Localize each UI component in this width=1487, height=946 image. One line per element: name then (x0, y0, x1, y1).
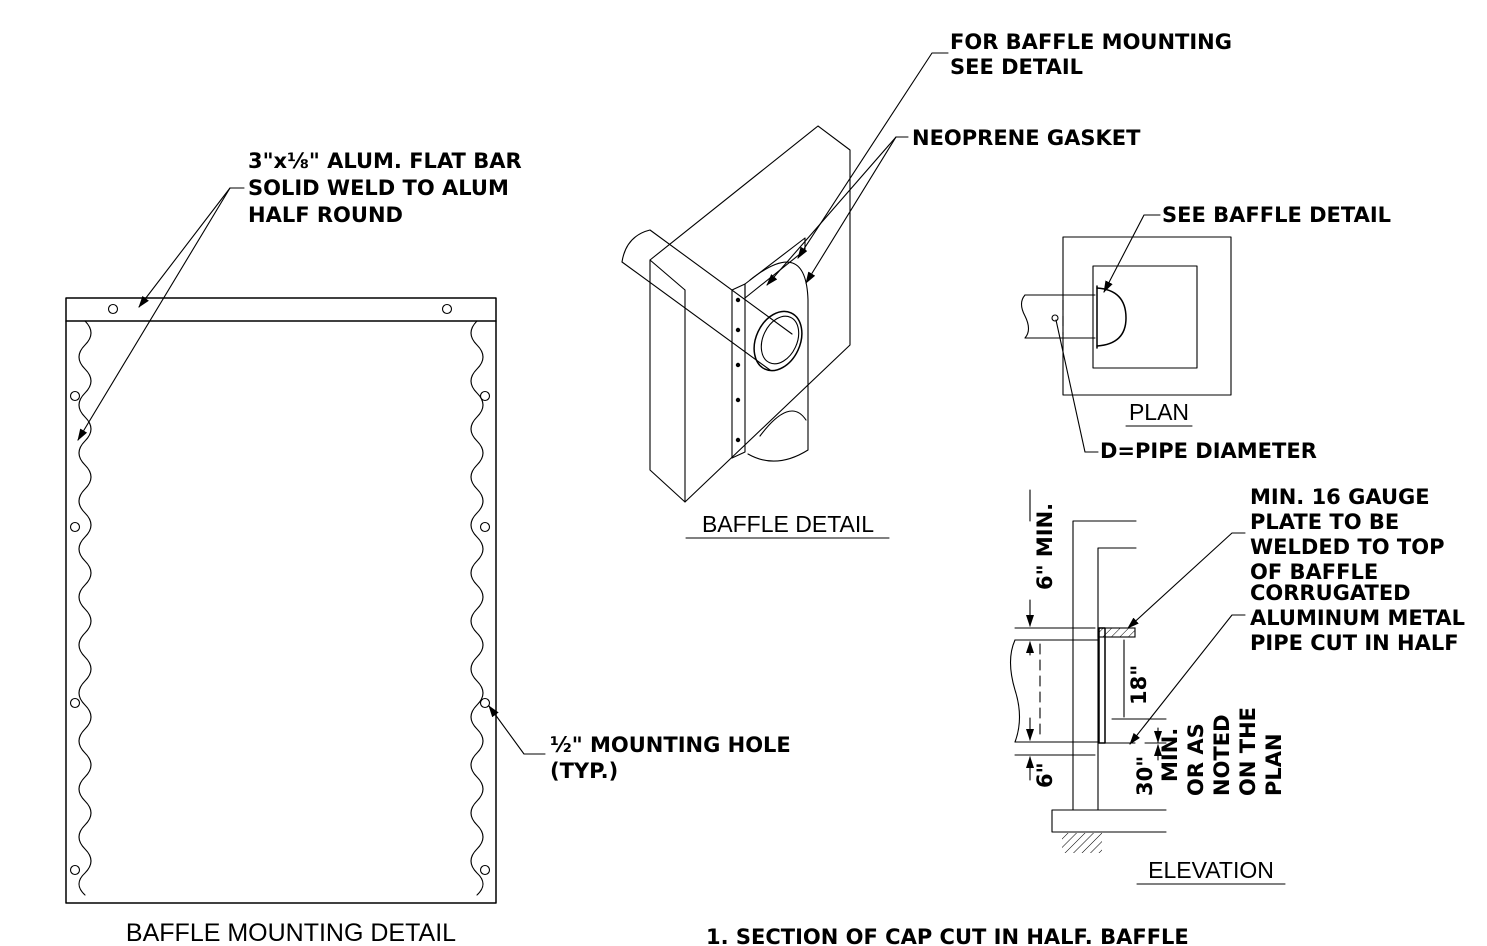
elev-pipe-break (1009, 639, 1021, 743)
elev-top-plate (1097, 627, 1136, 638)
label-corr-2: ALUMINUM METAL (1250, 606, 1465, 630)
dim-6: 6" (1033, 762, 1057, 788)
mounting-hole (69, 697, 81, 709)
title-baffle-mounting-detail: BAFFLE MOUNTING DETAIL (126, 919, 456, 946)
half-round-baffle-inner (759, 410, 807, 437)
label-corr-1: CORRUGATED (1250, 581, 1411, 605)
elev-wall-outer (1072, 520, 1137, 811)
leader-top-plate (1127, 532, 1246, 629)
leader-pipe-diameter (1055, 319, 1099, 453)
flat-bar-hole-left (107, 303, 119, 315)
elev-wall-inner (1097, 547, 1137, 811)
label-for-baffle-1: FOR BAFFLE MOUNTING (950, 30, 1232, 54)
pipe-top-edge (621, 229, 793, 335)
mounting-hole (479, 697, 491, 709)
mounting-hole (479, 864, 491, 876)
corrugation-right-edge (470, 320, 484, 896)
leader-half-round (77, 187, 231, 441)
dim-min: MIN. (1158, 728, 1182, 782)
flat-bar-strip (731, 283, 746, 459)
dim-or-as: OR AS (1184, 723, 1208, 796)
elev-baffle (1098, 627, 1106, 744)
label-neoprene: NEOPRENE GASKET (912, 126, 1141, 150)
leader-baffle-mounting (797, 52, 949, 259)
label-corr-3: PIPE CUT IN HALF (1250, 631, 1459, 655)
leader-see-baffle (1103, 214, 1161, 293)
label-flat-bar-3: HALF ROUND (248, 203, 403, 227)
title-elevation: ELEVATION (1148, 857, 1274, 883)
label-mounting-hole-1: ½" MOUNTING HOLE (550, 733, 791, 757)
leader-corrugated (1129, 614, 1246, 745)
label-gauge-1: MIN. 16 GAUGE (1250, 485, 1430, 509)
title-plan: PLAN (1129, 399, 1189, 425)
dim-plan: PLAN (1262, 733, 1286, 796)
label-gauge-3: WELDED TO TOP (1250, 535, 1444, 559)
title-baffle-detail: BAFFLE DETAIL (702, 511, 874, 537)
mounting-hole (69, 521, 81, 533)
label-gauge-4: OF BAFFLE (1250, 560, 1378, 584)
mounting-hole (69, 390, 81, 402)
elev-hatch (1062, 833, 1102, 853)
dim-on-the: ON THE (1236, 707, 1260, 796)
dim-30: 30" (1133, 756, 1157, 796)
elev-floor (1051, 809, 1167, 833)
corrugation-left-edge (78, 320, 92, 896)
label-gauge-2: PLATE TO BE (1250, 510, 1399, 534)
pipe-bottom-edge (621, 261, 771, 371)
plan-pipe-break (1020, 294, 1030, 339)
label-for-baffle-2: SEE DETAIL (950, 55, 1083, 79)
mounting-hole (479, 390, 491, 402)
plan-inner-box (1092, 265, 1198, 369)
dim-noted: NOTED (1210, 714, 1234, 796)
label-see-baffle: SEE BAFFLE DETAIL (1162, 203, 1391, 227)
baffle-detail: FOR BAFFLE MOUNTING SEE DETAIL NEOPRENE … (621, 30, 1232, 539)
label-mounting-hole-2: (TYP.) (550, 759, 618, 783)
leader-neoprene-2 (805, 136, 897, 284)
label-flat-bar-1: 3"x⅛" ALUM. FLAT BAR (248, 149, 522, 173)
wall-block-outline (649, 125, 851, 503)
label-flat-bar-2: SOLID WELD TO ALUM (248, 176, 509, 200)
half-round-baffle (747, 261, 809, 462)
mounting-frame-outline (65, 297, 497, 904)
dim-6-min: 6" MIN. (1033, 503, 1057, 590)
leader-flat-bar (138, 187, 245, 308)
plan-outer-box (1062, 236, 1232, 396)
flat-bar-top (744, 237, 806, 299)
mounting-hole (69, 864, 81, 876)
wall-block-edge (649, 259, 686, 291)
pipe-opening (753, 310, 803, 372)
dim-18: 18" (1127, 665, 1151, 705)
mounting-hole (479, 521, 491, 533)
flat-bar-hole-right (441, 303, 453, 315)
elevation-view: 6" MIN. 6" 18" 30" MIN. OR AS NOTED ON T… (1009, 485, 1465, 885)
baffle-mounting-detail: 3"x⅛" ALUM. FLAT BAR SOLID WELD TO ALUM … (65, 149, 791, 946)
plan-view: SEE BAFFLE DETAIL D=PIPE DIAMETER PLAN (1020, 203, 1391, 463)
plan-half-round (1096, 287, 1127, 347)
label-pipe-diameter: D=PIPE DIAMETER (1100, 439, 1317, 463)
note-1: 1. SECTION OF CAP CUT IN HALF. BAFFLE (706, 925, 1189, 946)
pipe-opening-inner (760, 315, 800, 365)
plan-hole (1051, 314, 1059, 322)
leader-mounting-hole (488, 705, 546, 755)
